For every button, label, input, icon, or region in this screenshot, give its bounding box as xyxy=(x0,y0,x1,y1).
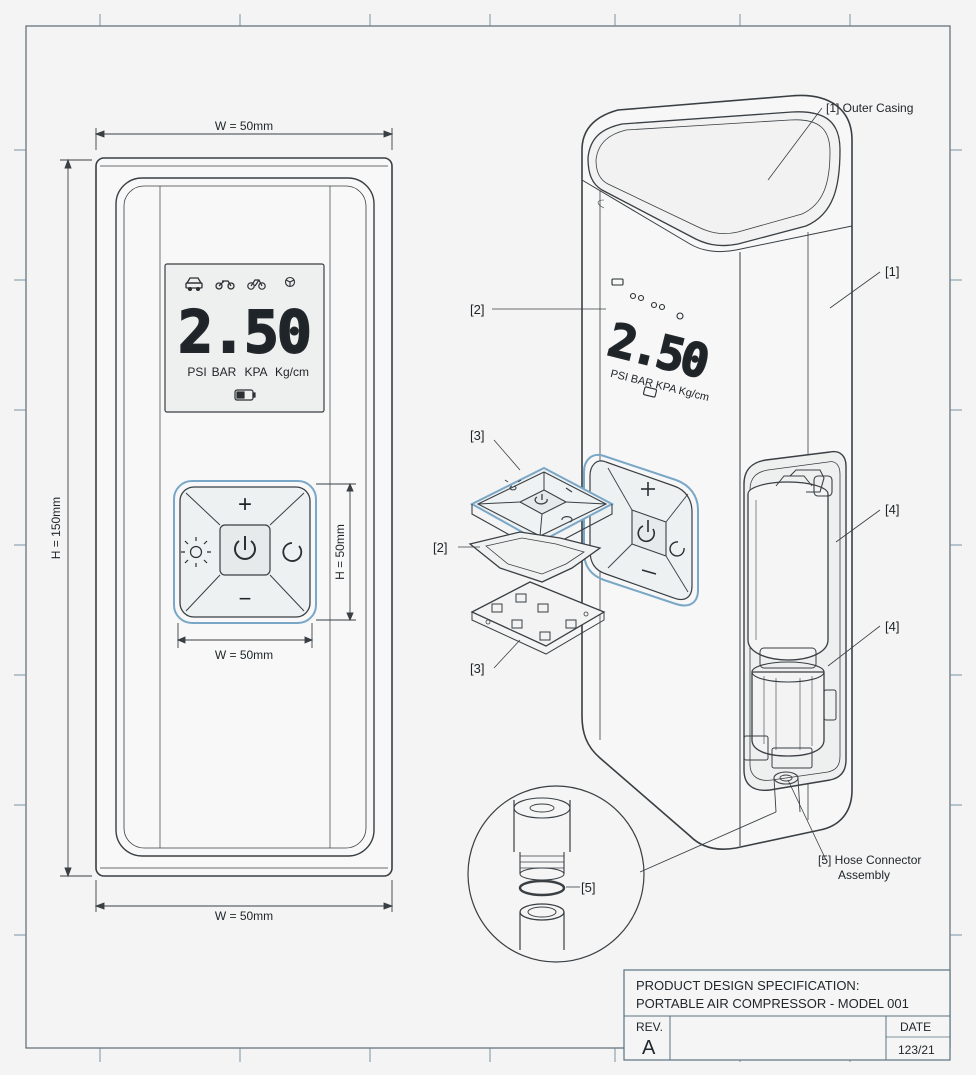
cycle-icon[interactable] xyxy=(282,542,303,562)
front-button-panel: + − xyxy=(173,480,317,624)
internal-cutaway xyxy=(743,450,847,813)
rev-value: A xyxy=(642,1037,656,1059)
car-icon xyxy=(185,277,203,292)
pressure-reading: 2.50 xyxy=(178,298,310,366)
power-icon[interactable] xyxy=(234,536,256,560)
minus-button[interactable]: − xyxy=(239,586,252,611)
exploded-pcb xyxy=(470,581,606,655)
unit-kpa: KPA xyxy=(244,365,267,379)
width-dimension-bottom xyxy=(94,880,394,912)
callout-button-cover: [3] xyxy=(470,428,484,443)
height-label: H = 150mm xyxy=(49,497,63,559)
callout-membrane: [2] xyxy=(433,540,447,555)
title-line-2: PORTABLE AIR COMPRESSOR - MODEL 001 xyxy=(636,996,909,1011)
unit-kgcm: Kg/cm xyxy=(275,365,309,379)
callout-hose-connector-1: [5] Hose Connector xyxy=(818,853,921,867)
callout-tank: [4] xyxy=(885,502,899,517)
hose-fitting xyxy=(513,797,571,881)
air-tank xyxy=(747,469,833,661)
callout-o-ring: [5] xyxy=(581,880,595,895)
button-height-label: H = 50mm xyxy=(333,524,347,580)
hose-detail-circle xyxy=(467,785,777,963)
width-dimension-top xyxy=(94,128,394,150)
title-block: PRODUCT DESIGN SPECIFICATION: PORTABLE A… xyxy=(623,969,951,1061)
iso-button-panel xyxy=(583,454,699,607)
iso-cycle-icon xyxy=(669,541,685,557)
o-ring xyxy=(518,879,566,897)
callout-hose-connector-2: Assembly xyxy=(838,868,890,882)
isometric-view: 2.50 PSI BAR KPA Kg/cm xyxy=(433,94,921,963)
width-label-top: W = 50mm xyxy=(215,119,273,133)
iso-car-icon xyxy=(611,278,624,286)
unit-bar: BAR xyxy=(212,365,237,379)
rev-label: REV. xyxy=(636,1020,663,1034)
button-height-dimension xyxy=(316,482,356,622)
ball-icon xyxy=(284,276,296,288)
callout-display: [2] xyxy=(470,302,484,317)
iso-plus-icon xyxy=(641,482,655,496)
callout-lines xyxy=(458,107,881,888)
light-icon[interactable] xyxy=(181,537,211,567)
iso-minus-icon xyxy=(641,569,657,575)
motorcycle-icon xyxy=(215,280,235,290)
exploded-button-cover xyxy=(469,466,615,553)
width-label-bottom: W = 50mm xyxy=(215,909,273,923)
iso-bicycle-icon xyxy=(650,301,666,311)
iso-ball-icon xyxy=(676,312,684,320)
iso-motorcycle-icon xyxy=(629,292,645,302)
iso-power-icon xyxy=(637,520,656,543)
callout-pcb: [3] xyxy=(470,661,484,676)
unit-psi: PSI xyxy=(187,365,206,379)
button-width-label: W = 50mm xyxy=(215,648,273,662)
callout-motor: [4] xyxy=(885,619,899,634)
date-value: 123/21 xyxy=(898,1043,935,1057)
bicycle-icon xyxy=(247,279,266,290)
plus-button[interactable]: + xyxy=(238,491,252,518)
date-label: DATE xyxy=(900,1020,931,1034)
exploded-membrane xyxy=(468,531,602,583)
callout-outer-casing: [1] Outer Casing xyxy=(826,101,913,115)
iso-battery-icon xyxy=(642,386,658,398)
height-dimension xyxy=(60,158,92,878)
button-width-dimension xyxy=(176,623,314,648)
front-view: W = 50mm H = 150mm xyxy=(49,119,394,923)
callout-casing-side: [1] xyxy=(885,264,899,279)
hose-tube xyxy=(519,903,565,950)
battery-icon xyxy=(234,389,256,401)
title-line-1: PRODUCT DESIGN SPECIFICATION: xyxy=(636,978,859,993)
motor xyxy=(743,647,837,769)
front-display: 2.50 PSI BAR KPA Kg/cm xyxy=(164,263,325,413)
hose-outlet xyxy=(773,771,801,813)
